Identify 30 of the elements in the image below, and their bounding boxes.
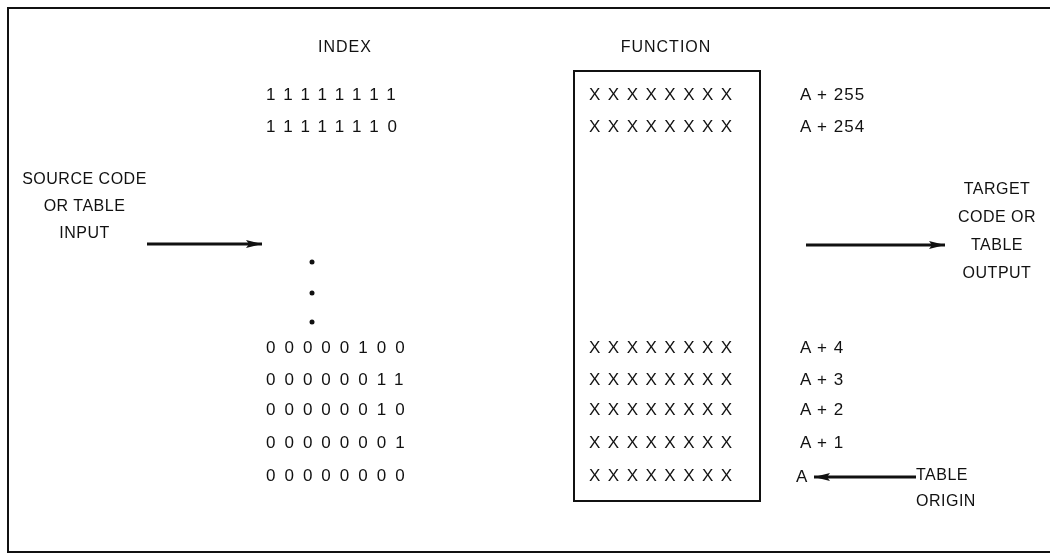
function-entry: XXXXXXXX [589, 433, 740, 453]
column-heading: FUNCTION [620, 38, 712, 56]
binary-index: 00000000 [266, 466, 414, 486]
binary-index: 00000100 [266, 338, 414, 358]
function-entry: XXXXXXXX [589, 85, 740, 105]
binary-index: 00000001 [266, 433, 414, 453]
function-entry: XXXXXXXX [589, 338, 740, 358]
address-label: A + 254 [800, 117, 866, 137]
column-heading: INDEX [318, 38, 372, 56]
binary-index: 00000010 [266, 400, 414, 420]
binary-index: 00000011 [266, 370, 413, 390]
target-label: TARGET CODE OR TABLE OUTPUT [945, 175, 1049, 320]
address-label: A + 2 [800, 400, 845, 420]
function-entry: XXXXXXXX [589, 466, 740, 486]
arrow [814, 473, 916, 481]
address-label: A + 1 [800, 433, 845, 453]
source-label: SOURCE CODE OR TABLE INPUT [22, 165, 147, 305]
address-label: A + 4 [800, 338, 845, 358]
origin-label: A [790, 466, 814, 488]
arrow [147, 240, 262, 248]
function-table [573, 70, 761, 502]
arrow [806, 241, 945, 249]
binary-index: 11111111 [266, 85, 405, 105]
address-label: A + 3 [800, 370, 845, 390]
table-origin-label: TABLE ORIGIN [916, 462, 1006, 518]
function-entry: XXXXXXXX [589, 370, 740, 390]
binary-index: 11111110 [266, 117, 407, 137]
address-label: A + 255 [800, 85, 866, 105]
function-entry: XXXXXXXX [589, 117, 740, 137]
function-entry: XXXXXXXX [589, 400, 740, 420]
